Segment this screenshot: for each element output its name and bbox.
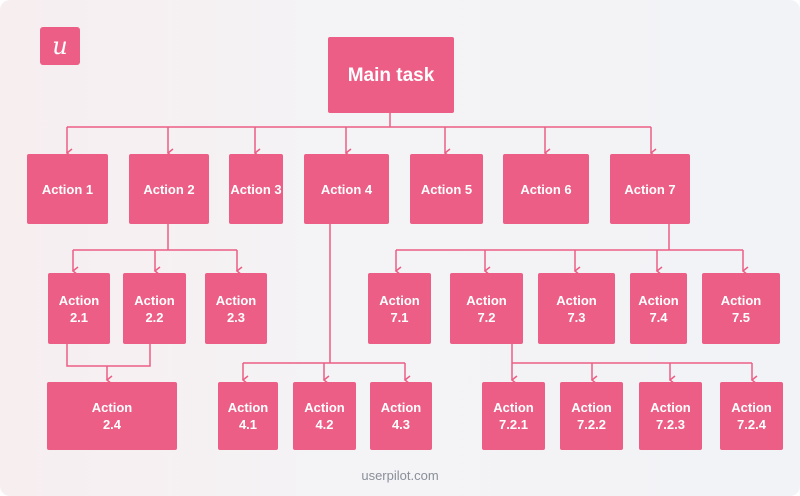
node-line1: Action [731, 400, 772, 415]
node-line1: Action [227, 400, 269, 415]
node-line2: 2.3 [226, 309, 246, 325]
node-action-7-2-4: Action 7.2.4 [720, 382, 783, 450]
node-line2: 7.2.2 [577, 417, 606, 432]
node-line1: Action [380, 400, 422, 415]
node-line1: Action [720, 292, 762, 308]
action-6-label: Action 6 [520, 181, 572, 197]
action-2-label: Action 2 [143, 181, 195, 197]
node-line1: Action [650, 400, 691, 415]
node-line1: Action [215, 292, 257, 308]
action-5-label: Action 5 [420, 181, 473, 197]
node-line1: Action [379, 292, 420, 308]
node-line2: 2.2 [145, 309, 164, 325]
node-line1: Action [556, 292, 597, 308]
logo-glyph: u [52, 32, 68, 60]
userpilot-logo: u [40, 27, 80, 65]
node-action-4-2: Action 4.2 [293, 382, 356, 450]
node-line1: Action [466, 292, 507, 308]
node-line2: 7.2.3 [656, 417, 685, 432]
node-line2: 4.2 [315, 417, 334, 432]
action-4-label: Action 4 [320, 181, 373, 197]
node-action-4-3: Action 4.3 [370, 382, 432, 450]
action-3-label: Action 3 [230, 181, 282, 197]
connector-2-1-2-2-join [66, 344, 151, 367]
node-action-7-2-3: Action 7.2.3 [639, 382, 702, 450]
node-action-7-2-1: Action 7.2.1 [482, 382, 545, 450]
node-action-5: Action 5 [410, 154, 483, 224]
node-line2: 7.3 [567, 309, 586, 325]
main-task-label: Main task [347, 64, 435, 86]
node-line1: Action [571, 400, 612, 415]
node-action-1: Action 1 [27, 154, 108, 224]
node-action-4: Action 4 [304, 154, 389, 224]
node-action-2-4: Action 2.4 [47, 382, 177, 450]
node-line2: 4.3 [391, 417, 411, 432]
node-action-7: Action 7 [610, 154, 690, 224]
node-line1: Action [493, 400, 534, 415]
node-line2: 7.2 [477, 309, 496, 325]
node-line2: 2.4 [102, 417, 122, 432]
node-line1: Action [638, 292, 679, 308]
node-line2: 7.2.1 [499, 417, 528, 432]
node-line1: Action [304, 400, 345, 415]
action-7-label: Action 7 [624, 181, 676, 197]
node-action-2: Action 2 [129, 154, 209, 224]
node-line2: 7.1 [390, 309, 409, 325]
node-line1: Action [91, 400, 133, 415]
node-line2: 2.1 [69, 309, 89, 325]
node-action-7-2-2: Action 7.2.2 [560, 382, 623, 450]
footer-credit: userpilot.com [0, 468, 800, 483]
node-action-3: Action 3 [229, 154, 283, 224]
node-line2: 4.1 [238, 417, 258, 432]
node-line1: Action [58, 292, 100, 308]
node-action-4-1: Action 4.1 [218, 382, 278, 450]
node-action-6: Action 6 [503, 154, 589, 224]
footer-text: userpilot.com [361, 468, 439, 483]
node-main-task: Main task [328, 37, 454, 113]
node-line2: 7.5 [731, 309, 751, 325]
node-line2: 7.4 [649, 309, 668, 325]
action-1-label: Action 1 [41, 181, 94, 197]
node-line1: Action [134, 292, 175, 308]
node-line2: 7.2.4 [737, 417, 766, 432]
